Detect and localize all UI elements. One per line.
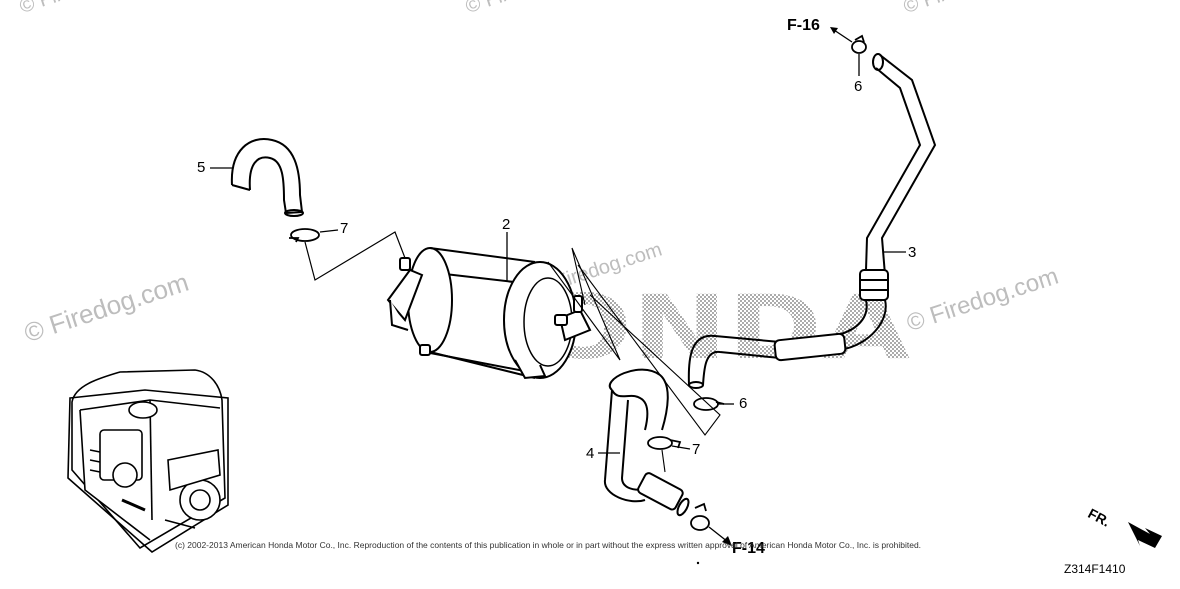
callout-part-7-upper: 7 <box>340 220 349 237</box>
canister-part-2 <box>386 247 592 380</box>
callout-part-5: 5 <box>197 159 206 176</box>
callout-part-3: 3 <box>908 244 917 261</box>
copyright-notice: (c) 2002-2013 American Honda Motor Co., … <box>175 540 922 550</box>
callout-part-4: 4 <box>586 445 595 462</box>
hose-part-4 <box>603 368 690 517</box>
callout-part-7-lower: 7 <box>692 441 701 458</box>
assembly-line-canister-a <box>547 247 621 361</box>
clamp-bottom <box>690 502 710 531</box>
arrow-f14-head <box>722 536 732 546</box>
diagram-code: Z314F1410 <box>1064 562 1126 576</box>
hose-part-5 <box>230 138 304 217</box>
clamp-part-7-upper <box>289 228 320 243</box>
clamp-part-6-top <box>851 34 867 54</box>
ref-f14: F-14 <box>732 540 765 557</box>
clamp-part-7-lower <box>647 436 682 450</box>
generator-thumbnail <box>67 369 229 553</box>
assembly-line-7-lower <box>661 449 666 473</box>
small-dot <box>696 561 700 565</box>
front-direction-arrow <box>1128 522 1162 548</box>
assembly-line-5 <box>304 231 406 281</box>
callout-part-6-top: 6 <box>854 78 863 95</box>
arrow-f16-head <box>830 27 838 34</box>
arrow-f16-line <box>833 29 853 43</box>
leader-7-lower <box>671 445 691 450</box>
callout-part-6-mid: 6 <box>739 395 748 412</box>
callout-part-2: 2 <box>502 216 511 233</box>
hose-part-3 <box>687 53 937 389</box>
ref-f16: F-16 <box>787 17 820 34</box>
assembly-line-canister-b <box>577 264 721 436</box>
leader-7-upper <box>319 229 339 233</box>
